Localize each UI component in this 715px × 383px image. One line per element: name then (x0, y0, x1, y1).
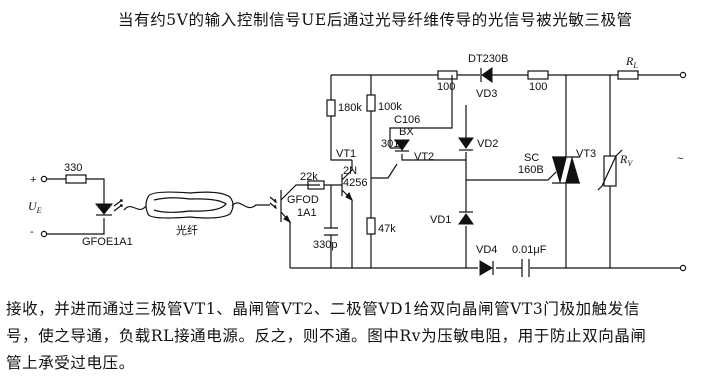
minus-sign: - (30, 226, 34, 238)
fiber-label: 光纤 (176, 223, 198, 237)
vt1-label: VT1 (336, 148, 356, 160)
input-terminal-plus (40, 175, 48, 183)
triac-vt3 (552, 75, 580, 268)
capacitor-001 (521, 259, 530, 277)
caption-line-2: 号，使之导通，负载RL接通电源。反之，则不通。图中Rv为压敏电阻，用于防止双向晶… (6, 327, 647, 345)
diode-vd3 (475, 67, 500, 83)
input-terminal-minus (40, 230, 48, 238)
vt2-type-1: C106 (394, 114, 420, 126)
terminal-bottom (679, 264, 687, 272)
vt2-type-2: BX (399, 126, 414, 138)
caption-bottom: 接收，并进而通过三极管VT1、晶闸管VT2、二极管VD1给双向晶闸管VT3门极加… (6, 296, 706, 377)
vt1-type-1: 2N (343, 165, 357, 177)
terminal-top (679, 71, 687, 79)
resistor-rl (617, 70, 639, 80)
r-100a-label: 100 (437, 81, 455, 93)
r-22k-label: 22k (300, 171, 318, 183)
r-180k-wires (330, 75, 352, 161)
vt3-type-1: SC (524, 152, 539, 164)
ac-symbol: ~ (677, 153, 683, 165)
vd3-label: VD3 (476, 88, 497, 100)
r-180k-label: 180k (338, 102, 362, 114)
r-100b-label: 100 (529, 81, 547, 93)
resistor-100-right (527, 70, 549, 80)
led-label: GFOE1A1 (82, 236, 133, 248)
vt3-label: VT3 (576, 148, 596, 160)
circuit-diagram: + - UE 330 GFOE1A1 光纤 22k GFOD 1A1 330p … (28, 53, 687, 277)
resistor-100-left (437, 70, 458, 80)
input-wires (47, 178, 105, 235)
phototransistor-gfod1a1 (269, 184, 320, 268)
led-gfoe1a1 (94, 199, 123, 216)
dt230b-label: DT230B (468, 53, 508, 65)
r-47k-label: 47k (378, 223, 396, 235)
diode-vd1 (458, 211, 474, 225)
diode-vd4 (479, 260, 494, 276)
resistor-100k (366, 94, 376, 112)
resistor-180k (326, 99, 336, 117)
r-100k-label: 100k (378, 101, 402, 113)
vd4-label: VD4 (476, 244, 497, 256)
r-in-label: 330 (64, 162, 82, 174)
photo-label-1: GFOD (287, 194, 319, 206)
transistor-vt1 (338, 160, 353, 268)
vd1-label: VD1 (430, 214, 451, 226)
cap-330p-label: 330p (313, 239, 337, 251)
vt2-label: VT2 (414, 151, 434, 163)
fiber-cable (123, 191, 270, 219)
diode-vd2 (458, 137, 474, 151)
cap-330p-wires (324, 184, 338, 268)
vt2-type-3: 301 (381, 138, 399, 150)
caption-line-3: 管上承受过电压。 (6, 354, 135, 372)
varistor-slash (597, 149, 623, 191)
caption-line-1: 接收，并进而通过三极管VT1、晶闸管VT2、二极管VD1给双向晶闸管VT3门极加… (6, 300, 640, 318)
rl-label: RL (625, 54, 638, 70)
vd2-label: VD2 (477, 138, 498, 150)
capacitor-330p (324, 227, 338, 236)
resistor-330 (65, 174, 87, 184)
photo-label-2: 1A1 (297, 207, 317, 219)
resistor-47k (366, 217, 376, 235)
plus-sign: + (30, 174, 36, 186)
gate-line (466, 171, 557, 181)
input-label: UE (28, 199, 42, 215)
rv-label: RV (619, 152, 633, 168)
cap-001-label: 0.01μF (512, 244, 547, 256)
scr-vt2 (371, 75, 466, 179)
caption-top: 当有约5V的输入控制信号UE后通过光导纤维传导的光信号被光敏三极管 (118, 11, 633, 29)
vt1-type-2: 4256 (343, 177, 367, 189)
varistor-rv (603, 155, 617, 187)
vt3-type-2: 160B (518, 164, 544, 176)
